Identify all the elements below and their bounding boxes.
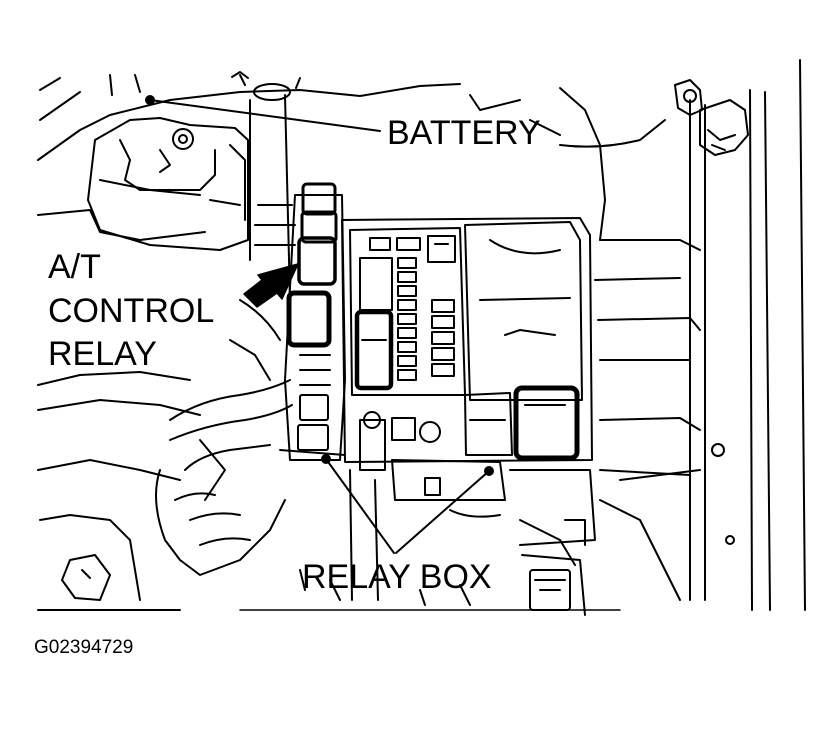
at-control-relay-label-line-3: RELAY bbox=[48, 335, 157, 373]
battery-label: BATTERY bbox=[387, 114, 541, 152]
battery bbox=[87, 117, 249, 251]
misc-detail bbox=[299, 569, 471, 606]
battery-leader bbox=[145, 95, 381, 132]
figure-code: G02394729 bbox=[34, 637, 134, 658]
fuse-stack bbox=[397, 257, 455, 381]
hood-bracket bbox=[674, 79, 749, 545]
wiring-harness bbox=[155, 299, 293, 576]
relay-box-label: RELAY BOX bbox=[302, 558, 492, 596]
relay-column bbox=[279, 182, 346, 461]
at-control-relay-label-line-2: CONTROL bbox=[48, 292, 215, 330]
at-control-relay-label-line-1: A/T bbox=[48, 248, 101, 286]
relay-box-leaders bbox=[321, 454, 494, 554]
pointer-arrow bbox=[243, 263, 299, 308]
bottom-connector bbox=[519, 519, 586, 616]
relay-box bbox=[341, 217, 596, 601]
at-control-relay-unit bbox=[297, 236, 337, 286]
